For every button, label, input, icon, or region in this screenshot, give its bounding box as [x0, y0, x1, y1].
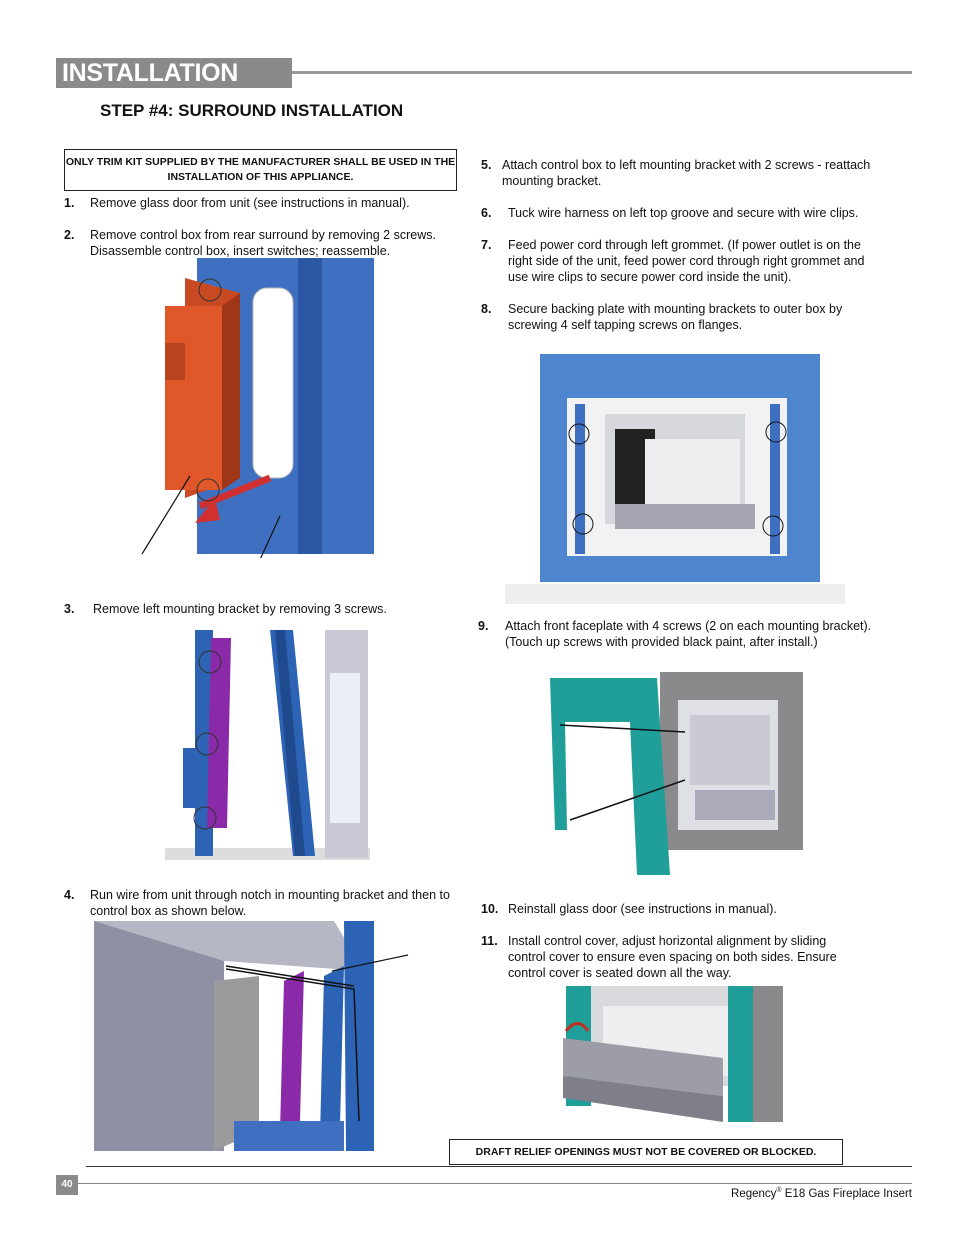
footer-product: Regency® E18 Gas Fireplace Insert	[731, 1187, 912, 1200]
mounting-bracket-figure	[165, 630, 370, 860]
header-rule	[292, 71, 912, 74]
step-4: 4. Run wire from unit through notch in m…	[64, 888, 450, 918]
footer-rule	[78, 1183, 912, 1184]
step-10: 10. Reinstall glass door (see instructio…	[481, 902, 777, 916]
step-2: 2. Remove control box from rear surround…	[64, 228, 436, 258]
faceplate-figure	[550, 672, 803, 875]
step-3: 3. Remove left mounting bracket by remov…	[64, 602, 387, 616]
step-6: 6. Tuck wire harness on left top groove …	[481, 206, 859, 220]
warning-box: ONLY TRIM KIT SUPPLIED BY THE MANUFACTUR…	[64, 149, 457, 191]
section-title: INSTALLATION	[62, 59, 239, 87]
step-8: 8. Secure backing plate with mounting br…	[481, 302, 843, 332]
step-5: 5. Attach control box to left mounting b…	[481, 158, 871, 188]
step-1: 1. Remove glass door from unit (see inst…	[64, 196, 410, 210]
draft-relief-note: DRAFT RELIEF OPENINGS MUST NOT BE COVERE…	[449, 1139, 843, 1165]
control-box-figure	[141, 258, 374, 558]
header-bar	[56, 58, 292, 88]
page-number: 40	[56, 1175, 78, 1195]
control-cover-figure	[558, 986, 790, 1122]
wire-routing-figure	[94, 921, 414, 1151]
step-11: 11. Install control cover, adjust horizo…	[481, 934, 837, 980]
backing-plate-figure	[505, 354, 845, 604]
step-title: STEP #4: SURROUND INSTALLATION	[100, 101, 404, 120]
step-7: 7. Feed power cord through left grommet.…	[481, 238, 865, 284]
content-bottom-rule	[86, 1166, 912, 1167]
step-9: 9. Attach front faceplate with 4 screws …	[478, 619, 872, 649]
